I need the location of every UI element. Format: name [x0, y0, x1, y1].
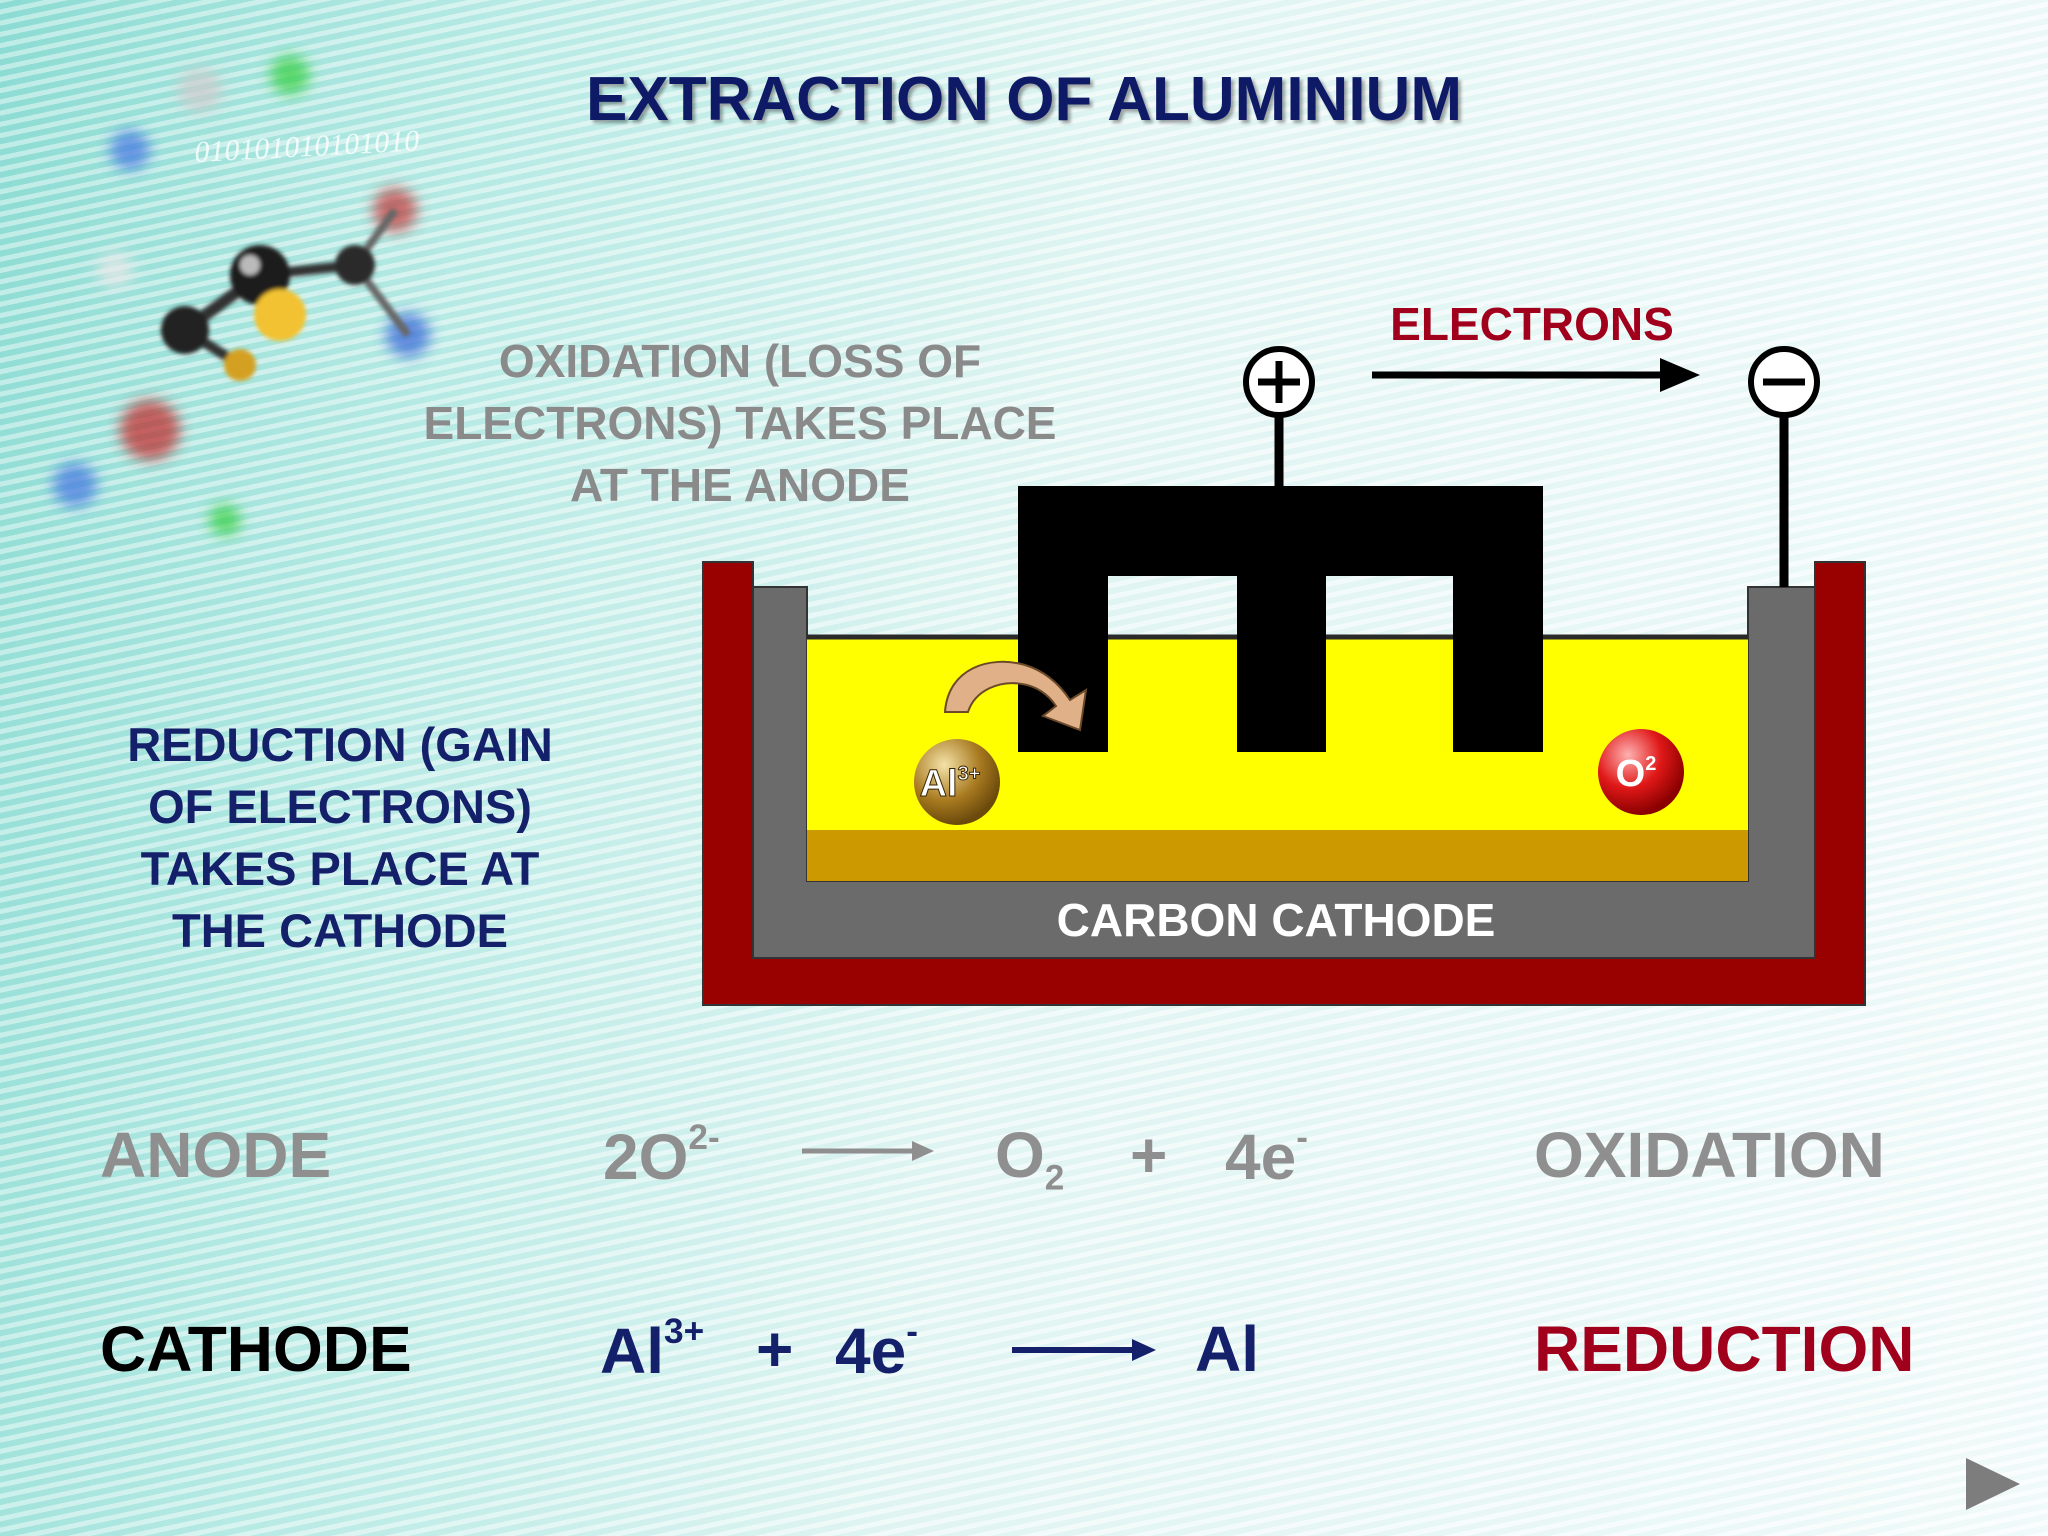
cathode-equation-label: CATHODE	[100, 1313, 412, 1385]
o-ion-charge: 2	[1645, 753, 1656, 775]
cathode-plus: +	[756, 1313, 794, 1385]
molten-aluminium-layer	[807, 830, 1748, 881]
next-slide-play-icon[interactable]	[1966, 1458, 2020, 1510]
curved-arrow-icon	[943, 660, 1088, 732]
cathode-reactant-electrons: 4e-	[835, 1312, 918, 1387]
anode-product-oxygen: O2	[995, 1119, 1065, 1198]
o-ion-symbol: O	[1616, 753, 1646, 795]
aluminium-ion-icon	[914, 739, 1000, 825]
anode-equation-label: ANODE	[100, 1119, 332, 1191]
reduction-note-line: THE CATHODE	[172, 904, 508, 957]
reduction-note-line: TAKES PLACE AT	[140, 842, 540, 895]
oxidation-note-line: ELECTRONS) TAKES PLACE	[423, 397, 1057, 449]
cathode-reactant-aluminium: Al3+	[600, 1312, 705, 1387]
anode-product-electrons: 4e-	[1225, 1118, 1308, 1193]
slide-title: EXTRACTION OF ALUMINIUM	[586, 65, 1462, 134]
anode-plus: +	[1130, 1119, 1168, 1191]
carbon-cathode-label: CARBON CATHODE	[1057, 894, 1496, 946]
cathode-product-aluminium: Al	[1195, 1313, 1259, 1385]
oxidation-label: OXIDATION	[1534, 1119, 1885, 1191]
oxidation-note: OXIDATION (LOSS OF ELECTRONS) TAKES PLAC…	[370, 330, 1110, 516]
oxide-ion-icon	[1598, 729, 1684, 815]
molecule-decoration: 010101010101010	[53, 55, 430, 536]
oxidation-note-line: AT THE ANODE	[570, 459, 910, 511]
carbon-anode	[1018, 486, 1543, 752]
anode-reaction-arrow	[802, 1141, 934, 1161]
reduction-label: REDUCTION	[1534, 1313, 1915, 1385]
oxidation-note-line: OXIDATION (LOSS OF	[498, 335, 982, 387]
al-ion-charge: 3+	[958, 763, 981, 785]
electron-flow-arrowhead	[1660, 358, 1700, 392]
electrons-label: ELECTRONS	[1390, 298, 1674, 350]
anode-reactant: 2O2-	[603, 1118, 720, 1193]
reduction-note-line: REDUCTION (GAIN	[127, 718, 553, 771]
reduction-note-line: OF ELECTRONS)	[148, 780, 532, 833]
svg-text:Al3+: Al3+	[920, 763, 981, 805]
cathode-reaction-arrow	[1012, 1339, 1156, 1361]
reduction-note: REDUCTION (GAIN OF ELECTRONS) TAKES PLAC…	[100, 714, 580, 962]
svg-text:O2: O2	[1616, 753, 1657, 795]
al-ion-symbol: Al	[920, 763, 958, 805]
